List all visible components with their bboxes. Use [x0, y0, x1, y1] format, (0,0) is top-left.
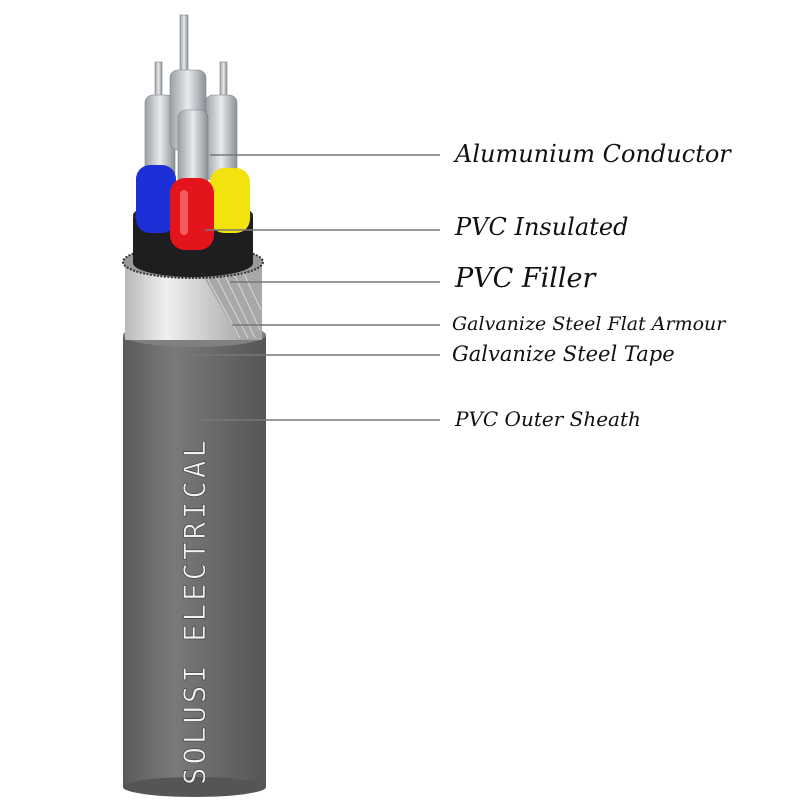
label-steel-tape: Galvanize Steel Tape: [452, 342, 675, 366]
insulated-cores: [136, 165, 250, 250]
label-pvc-filler: PVC Filler: [455, 263, 596, 294]
core-red: [170, 178, 214, 250]
leader-lines: [155, 154, 440, 421]
aluminium-strands: [144, 14, 238, 191]
label-aluminium-conductor: Alumunium Conductor: [455, 140, 731, 168]
label-pvc-insulated: PVC Insulated: [455, 213, 629, 241]
label-steel-flat-armour: Galvanize Steel Flat Armour: [452, 313, 726, 335]
brand-logo-text: SOLUSI ELECTRICAL: [178, 437, 213, 785]
core-blue: [136, 165, 176, 233]
label-pvc-outer-sheath: PVC Outer Sheath: [455, 407, 641, 431]
core-yellow: [210, 168, 250, 233]
